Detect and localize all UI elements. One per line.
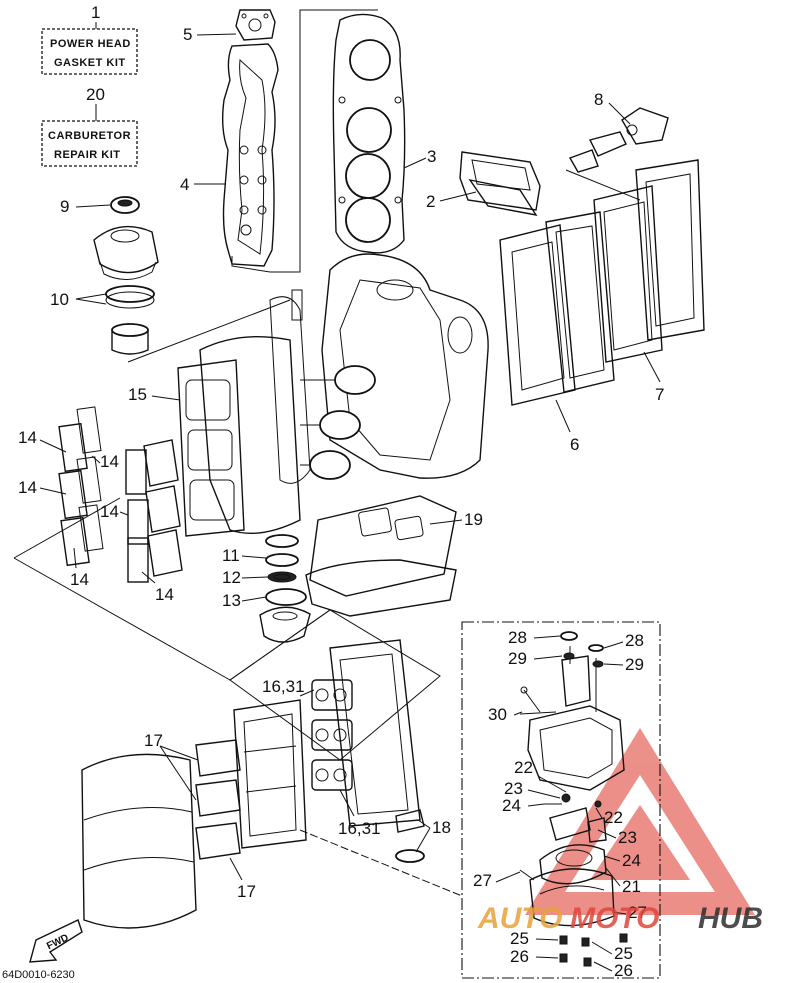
callout-22b: 22: [604, 808, 623, 827]
callout-14d: 14: [100, 452, 119, 471]
callout-11: 11: [222, 546, 240, 565]
callout-27b: 27: [628, 903, 647, 922]
kit-label-line1: POWER HEAD: [50, 38, 131, 50]
callout-24a: 24: [502, 796, 521, 815]
callout-27a: 27: [473, 871, 492, 890]
callout-10: 10: [50, 290, 69, 309]
part-8-fitting: [565, 107, 669, 201]
callout-23a: 23: [504, 779, 523, 798]
callout-24b: 24: [622, 851, 641, 870]
callout-19: 19: [464, 510, 483, 529]
forward-direction-arrow: FWD: [29, 919, 83, 963]
callout-20: 20: [86, 85, 105, 104]
callout-30: 30: [488, 705, 507, 724]
carburetor-repair-kit: 20 CARBURETOR REPAIR KIT: [41, 85, 138, 167]
watermark-part1: AUTO: [477, 902, 562, 935]
callout-12: 12: [222, 568, 241, 587]
callout-25a: 25: [510, 929, 529, 948]
callout-4: 4: [180, 175, 189, 194]
callout-26a: 26: [510, 947, 529, 966]
fwd-label: FWD: [45, 932, 70, 952]
part-5-cover-gasket: [235, 9, 276, 41]
drawing-number: 64D0010-6230: [2, 969, 75, 981]
callout-5: 5: [183, 25, 192, 44]
part-15-manifold-gasket: [177, 359, 245, 537]
kit-label-line2: REPAIR KIT: [54, 149, 121, 161]
lower-seal-stack: [259, 534, 311, 643]
callout-28a: 28: [508, 628, 527, 647]
callout-14a: 14: [18, 428, 37, 447]
kit-label-line2: GASKET KIT: [54, 57, 126, 69]
callout-8: 8: [594, 90, 603, 109]
callout-25b: 25: [614, 944, 633, 963]
callout-9: 9: [60, 197, 69, 216]
callout-14c: 14: [70, 570, 89, 589]
watermark-part2: MOTO: [570, 902, 659, 935]
part-6-exhaust-plate: [499, 211, 615, 406]
part-4-head-gasket: [221, 9, 378, 273]
callout-18: 18: [432, 818, 451, 837]
callout-15: 15: [128, 385, 147, 404]
part-2-exhaust-cover: [459, 151, 541, 216]
callout-17b: 17: [237, 882, 256, 901]
callout-13: 13: [222, 591, 241, 610]
part-3-cylinder-gasket: [332, 13, 406, 254]
callout-2: 2: [426, 192, 435, 211]
callout-3: 3: [427, 147, 436, 166]
watermark-wordmark: AUTO MOTO HUB: [477, 902, 763, 935]
part-9-oil-seal: [110, 196, 140, 214]
reed-valve-group: [13, 406, 183, 583]
carburetor-bank: [229, 609, 441, 863]
callout-16-31b: 16,31: [338, 819, 381, 838]
callout-17a: 17: [144, 731, 163, 750]
callout-21: 21: [622, 877, 641, 896]
part-10-seal-rings: [105, 285, 155, 355]
callout-26b: 26: [614, 961, 633, 980]
callout-6: 6: [570, 435, 579, 454]
callout-23b: 23: [618, 828, 637, 847]
watermark-logo: [525, 728, 755, 915]
callout-28b: 28: [625, 631, 644, 650]
part-19-base-gasket: [305, 495, 457, 617]
crankcase-block: [127, 253, 489, 535]
callout-14f: 14: [155, 585, 174, 604]
intake-silencer: [81, 739, 241, 929]
callout-29b: 29: [625, 655, 644, 674]
callout-14b: 14: [18, 478, 37, 497]
part-7-exhaust-cover: [593, 159, 705, 363]
callout-29a: 29: [508, 649, 527, 668]
callout-1: 1: [91, 3, 100, 22]
watermark-part3: HUB: [698, 902, 763, 935]
upper-bearing-housing: [93, 225, 159, 280]
callout-22a: 22: [514, 758, 533, 777]
callout-14e: 14: [100, 502, 119, 521]
callout-7: 7: [655, 385, 664, 404]
power-head-gasket-kit: 1 POWER HEAD GASKET KIT: [41, 3, 138, 75]
kit-label-line1: CARBURETOR: [48, 130, 131, 142]
callout-16-31a: 16,31: [262, 677, 305, 696]
carburetor-detail-box: [461, 621, 661, 979]
